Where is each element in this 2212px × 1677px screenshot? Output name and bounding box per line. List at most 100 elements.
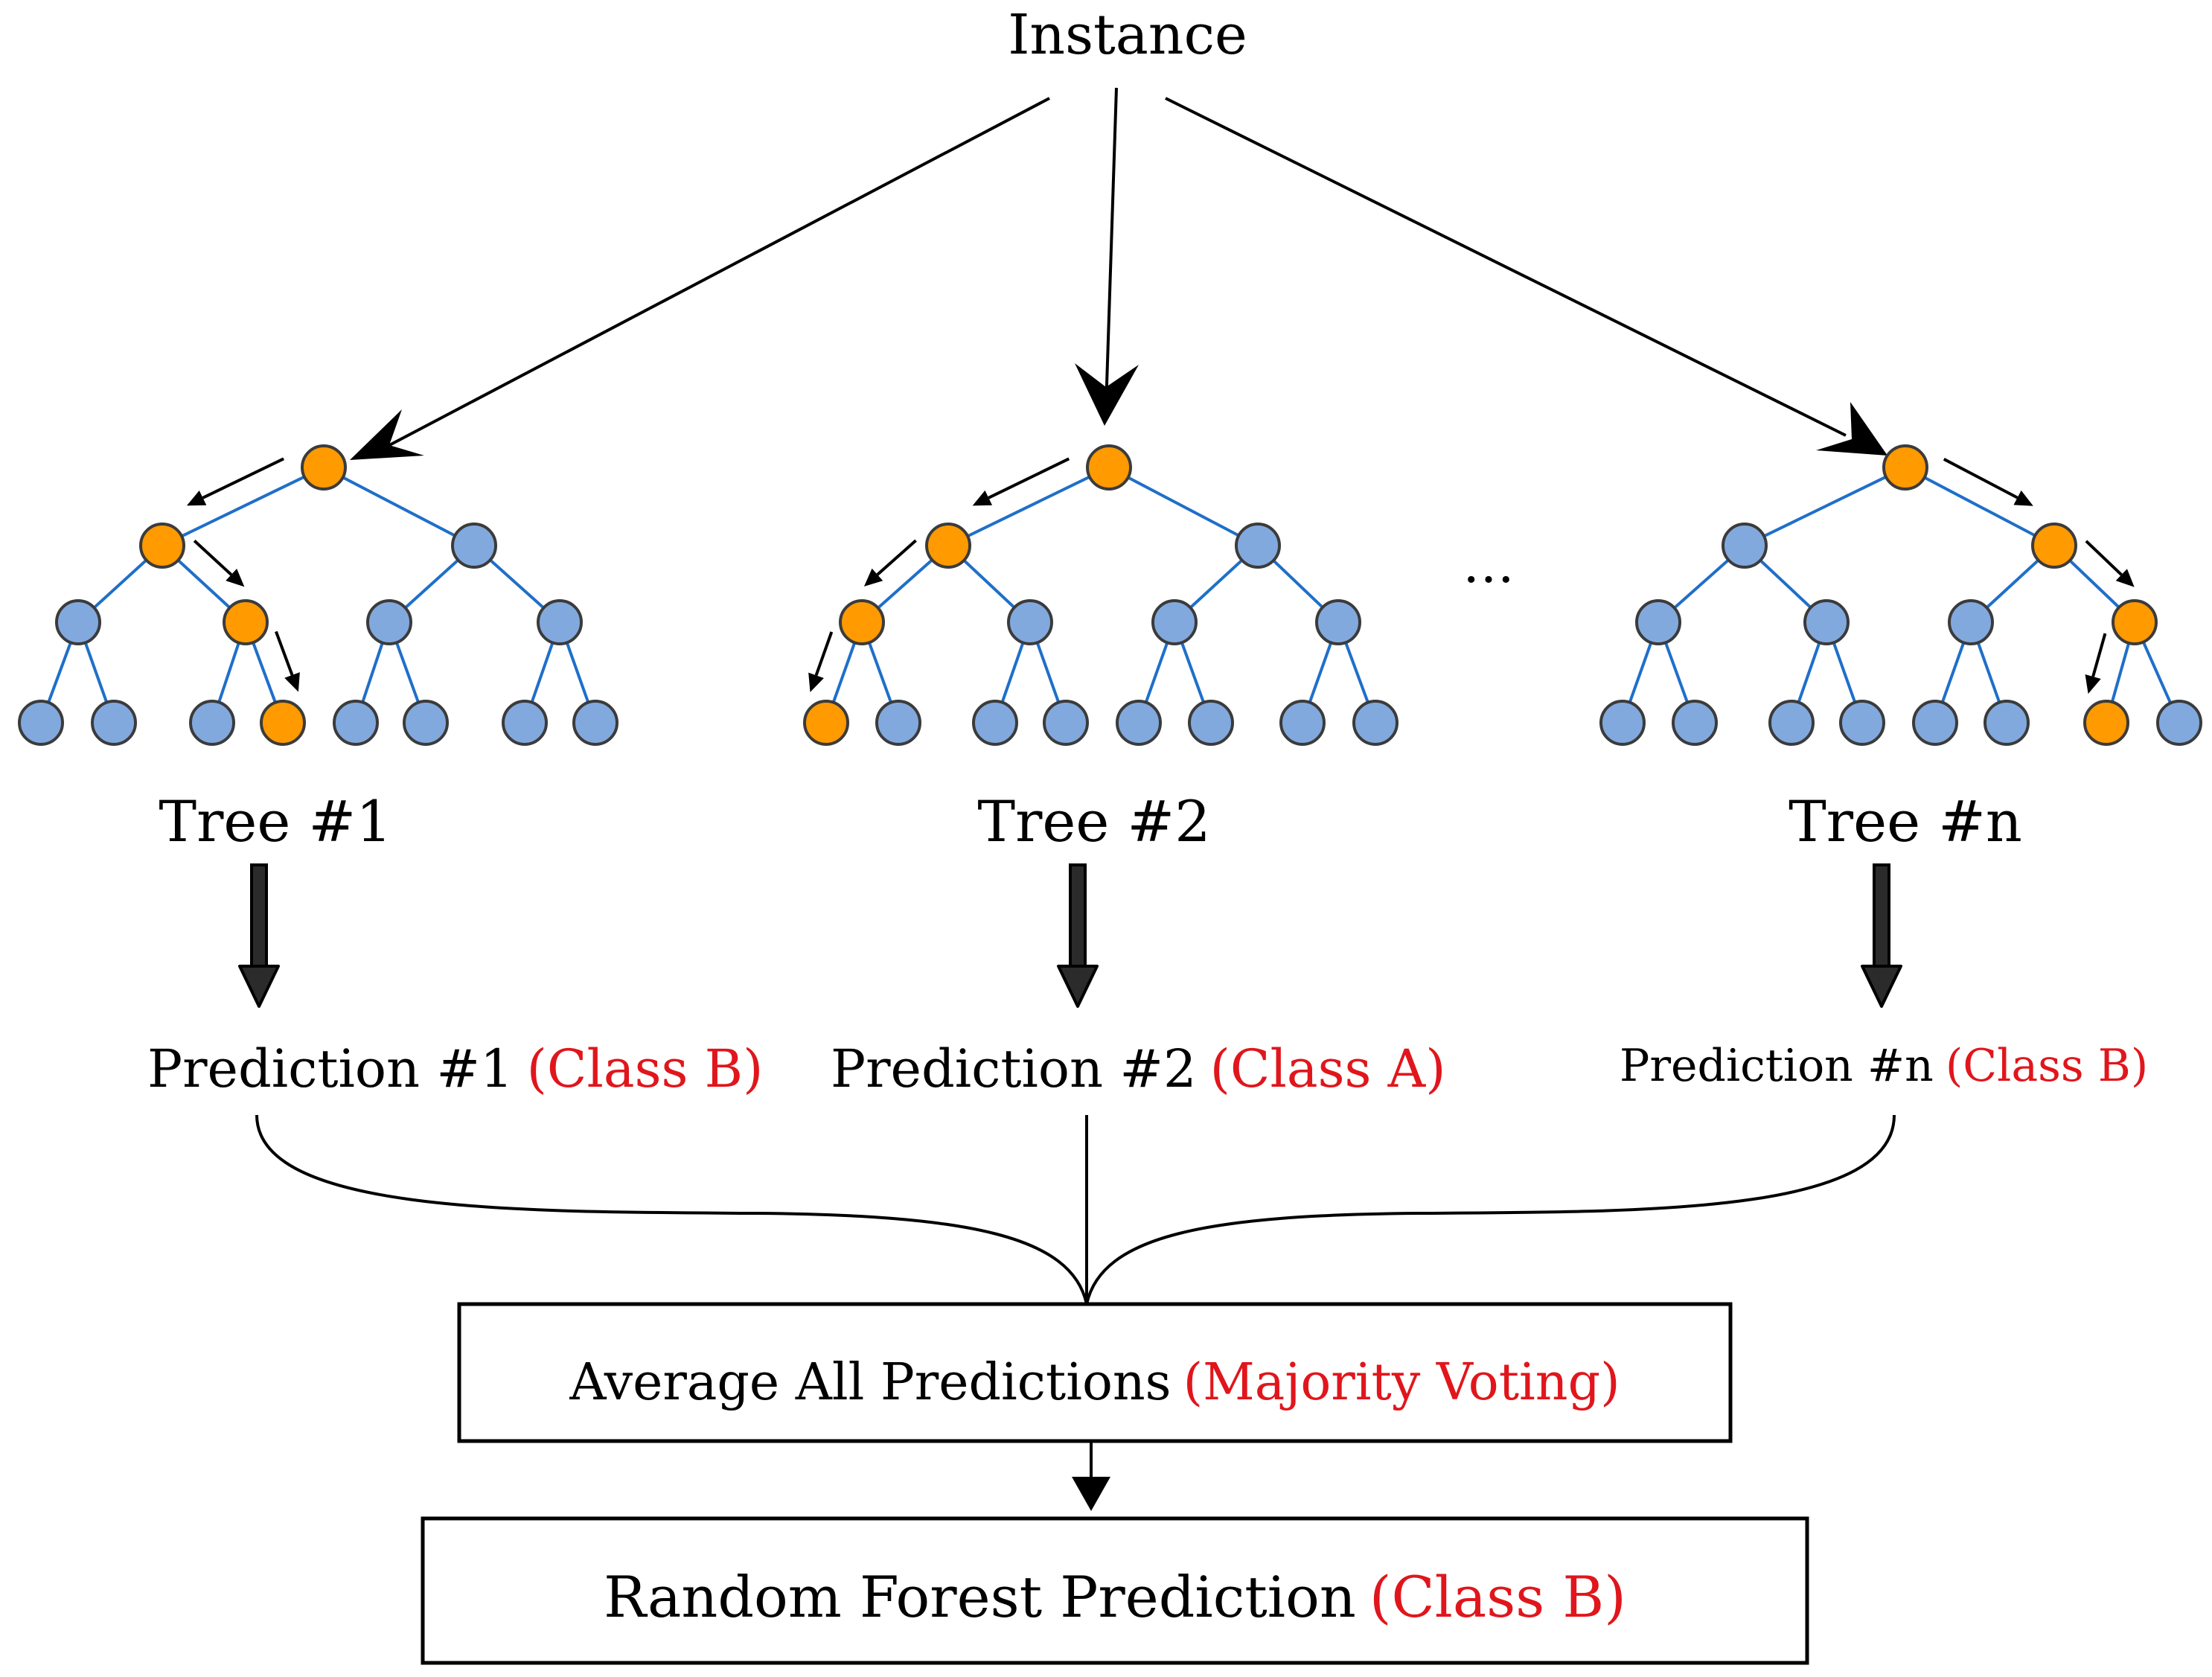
- decision-path-arrow: [972, 457, 1070, 506]
- final-arrow: [1072, 1441, 1110, 1511]
- tree-n-label: Tree #n: [1789, 788, 2022, 855]
- tree-node: [1352, 700, 1399, 746]
- instance-arrow-tree-2: [1105, 87, 1118, 409]
- tree-node: [1599, 700, 1646, 746]
- tree-2: [803, 444, 1399, 746]
- decision-path-node: [223, 599, 269, 645]
- instance-arrow-head-tree-n: [1816, 402, 1887, 456]
- instance-label: Instance: [1008, 3, 1247, 67]
- tree-node: [537, 599, 583, 645]
- prediction-2: Prediction #2(Class A): [831, 1038, 1446, 1099]
- tree-edge: [1108, 466, 1259, 547]
- instance-arrows: [350, 87, 1887, 460]
- decision-path-node: [803, 700, 849, 746]
- tree-1-output-arrow: [238, 863, 280, 1008]
- decision-path-node: [839, 599, 885, 645]
- tree-node: [1912, 700, 1958, 746]
- decision-path-node: [1086, 444, 1132, 491]
- final-box-class: (Class B): [1369, 1564, 1626, 1630]
- tree-edge: [1744, 466, 1906, 547]
- tree-node: [1151, 599, 1198, 645]
- merge-line-n: [1085, 1114, 1896, 1305]
- tree-edge: [1905, 466, 2055, 547]
- tree-node: [55, 599, 101, 645]
- prediction-n: Prediction #n(Class B): [1620, 1040, 2148, 1092]
- tree-node: [1803, 599, 1850, 645]
- tree-edge: [323, 466, 475, 547]
- tree-node: [1116, 700, 1162, 746]
- tree-node: [189, 700, 235, 746]
- decision-path-node: [2112, 599, 2158, 645]
- prediction-1-class: (Class B): [527, 1038, 764, 1099]
- instance-arrow-tree-n: [1165, 97, 1847, 437]
- tree-node: [451, 523, 497, 569]
- tree-node: [366, 599, 412, 645]
- decision-path-arrow: [1943, 458, 2033, 506]
- tree-node: [1722, 523, 1768, 569]
- tree-2-label: Tree #2: [977, 788, 1210, 855]
- decision-path-arrow: [186, 457, 285, 506]
- tree-node: [2156, 700, 2202, 746]
- decision-path-arrow: [863, 539, 917, 587]
- tree-1: [18, 444, 618, 746]
- tree-node: [1839, 700, 1885, 746]
- tree-node: [572, 700, 618, 746]
- average-box-text: Average All Predictions(Majority Voting): [569, 1353, 1620, 1412]
- final-box: [421, 1516, 1809, 1665]
- tree-node: [333, 700, 379, 746]
- average-box-label: Average All Predictions: [569, 1353, 1171, 1412]
- tree-n-output-arrow: [1861, 863, 1902, 1008]
- decision-path-arrow: [808, 631, 834, 692]
- tree-node: [1188, 700, 1234, 746]
- tree-node: [18, 700, 64, 746]
- average-box-class: (Majority Voting): [1183, 1353, 1620, 1412]
- tree-node: [1984, 700, 2030, 746]
- tree-edge: [162, 466, 325, 547]
- tree-node: [502, 700, 548, 746]
- instance-arrow-tree-1: [379, 97, 1050, 452]
- tree-node: [1279, 700, 1326, 746]
- tree-output-arrows: [238, 863, 1902, 1008]
- tree-2-output-arrow: [1057, 863, 1099, 1008]
- final-box-label: Random Forest Prediction: [604, 1564, 1356, 1630]
- decision-path-arrow: [193, 540, 245, 587]
- tree-edge: [947, 466, 1110, 547]
- tree-1-label: Tree #1: [159, 788, 391, 855]
- decision-path-node: [301, 444, 347, 491]
- final-box-text: Random Forest Prediction(Class B): [604, 1564, 1626, 1630]
- tree-node: [1235, 523, 1281, 569]
- tree-node: [1672, 700, 1718, 746]
- tree-node: [1635, 599, 1681, 645]
- instance-arrow-head-tree-2: [1075, 363, 1139, 426]
- decision-path-node: [1882, 444, 1928, 491]
- tree-node: [1315, 599, 1361, 645]
- decision-path-arrow: [2085, 633, 2107, 694]
- prediction-n-class: (Class B): [1946, 1040, 2148, 1092]
- prediction-1: Prediction #1(Class B): [147, 1038, 763, 1099]
- tree-node: [403, 700, 449, 746]
- prediction-2-class: (Class A): [1210, 1038, 1446, 1099]
- decision-path-node: [925, 523, 971, 569]
- decision-path-arrow: [275, 630, 300, 692]
- tree-node: [1768, 700, 1815, 746]
- decision-path-node: [2083, 700, 2129, 746]
- prediction-n-label: Prediction #n: [1620, 1040, 1934, 1092]
- tree-node: [1948, 599, 1994, 645]
- instance-arrow-head-tree-1: [350, 409, 424, 460]
- decision-path-node: [260, 700, 306, 746]
- tree-node: [1043, 700, 1089, 746]
- decision-path-arrow: [2085, 540, 2135, 587]
- decision-path-node: [2031, 523, 2077, 569]
- tree-node: [875, 700, 921, 746]
- tree-node: [1007, 599, 1053, 645]
- trees-layer: [18, 444, 2202, 746]
- tree-node: [91, 700, 137, 746]
- prediction-2-label: Prediction #2: [831, 1038, 1197, 1099]
- prediction-1-label: Prediction #1: [147, 1038, 514, 1099]
- vote-merge-lines: [255, 1114, 1896, 1305]
- merge-line-1: [255, 1114, 1088, 1305]
- tree-ellipsis: …: [1463, 534, 1515, 595]
- tree-node: [972, 700, 1018, 746]
- tree-n: [1599, 444, 2202, 746]
